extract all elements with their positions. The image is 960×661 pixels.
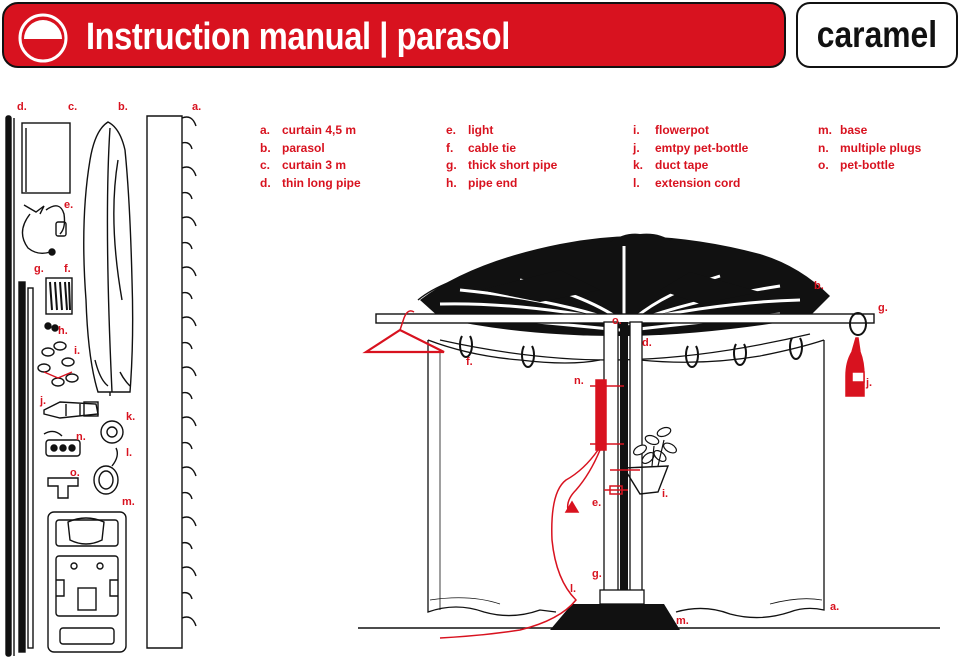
- assembly-label-o: o.: [612, 315, 622, 327]
- assembly-label-b: b.: [814, 280, 824, 292]
- variant-badge: caramel: [796, 2, 958, 68]
- light-illustration: [21, 204, 67, 256]
- thin-long-pipe-illustration: [5, 115, 15, 657]
- flowerpot-illustration: [37, 341, 79, 387]
- assembly-label-e: e.: [592, 497, 601, 509]
- assembly-labels: b. g. o. d. f. n. j. i. e. g. l. a. m.: [466, 280, 888, 627]
- part-label-a: a.: [192, 101, 201, 113]
- brand-logo-icon: [18, 13, 68, 63]
- legend-item: c.curtain 3 m: [260, 158, 347, 172]
- part-label-c: c.: [68, 101, 77, 113]
- parts-overview: [5, 115, 197, 657]
- legend-item: d.thin long pipe: [260, 175, 361, 190]
- multiple-plugs-illustration: [43, 430, 81, 457]
- legend-item: a.curtain 4,5 m: [260, 123, 357, 137]
- duct-tape-illustration: [100, 420, 124, 444]
- part-label-n: n.: [76, 431, 86, 443]
- legend-item: f.cable tie: [446, 140, 517, 155]
- part-label-l: l.: [126, 447, 132, 459]
- assembly-label-m: m.: [676, 615, 689, 627]
- thick-short-pipe-illustration: [18, 281, 34, 653]
- assembly-label-l: l.: [570, 583, 576, 595]
- cable-tie-illustration: [45, 277, 73, 315]
- page-title: Instruction manual | parasol: [86, 16, 510, 58]
- parasol-closed-illustration: [83, 121, 134, 396]
- base-illustration: [47, 511, 127, 653]
- part-label-h: h.: [58, 325, 68, 337]
- part-label-j: j.: [39, 395, 46, 407]
- legend-item: e.light: [446, 123, 494, 137]
- part-label-o: o.: [70, 467, 80, 479]
- legend-item: h.pipe end: [446, 175, 518, 190]
- part-label-b: b.: [118, 101, 128, 113]
- assembly-label-g2: g.: [592, 568, 602, 580]
- assembly-label-f: f.: [466, 356, 473, 368]
- parts-labels: d. c. b. a. e. g. f. h. i. j. k. n. l. o…: [17, 101, 201, 508]
- part-label-d: d.: [17, 101, 27, 113]
- header-bar: Instruction manual | parasol: [2, 2, 786, 68]
- legend-item: l.extension cord: [633, 175, 741, 190]
- assembly-diagram: [358, 233, 940, 639]
- part-label-k: k.: [126, 411, 135, 423]
- legend-item: m.base: [818, 123, 868, 137]
- legend-column-2: e.light f.cable tie g.thick short pipe h…: [446, 122, 557, 192]
- part-label-g: g.: [34, 263, 44, 275]
- legend-item: g.thick short pipe: [446, 158, 558, 172]
- legend-column-4: m.base n.multiple plugs o.pet-bottle: [818, 122, 921, 175]
- assembly-label-a: a.: [830, 601, 839, 613]
- extension-cord-illustration: [93, 447, 119, 495]
- part-label-m: m.: [122, 496, 135, 508]
- curtain-4-5m-illustration: [146, 115, 197, 649]
- curtain-3m-illustration: [21, 122, 71, 194]
- legend-column-3: i.flowerpot j.emtpy pet-bottle k.duct ta…: [633, 122, 748, 192]
- legend-item: j.emtpy pet-bottle: [633, 140, 749, 155]
- legend-item: b.parasol: [260, 140, 325, 155]
- part-label-i: i.: [74, 345, 80, 357]
- legend-item: n.multiple plugs: [818, 140, 922, 155]
- legend-item: o.pet-bottle: [818, 158, 895, 172]
- assembly-label-j: j.: [865, 377, 872, 389]
- pet-bottle-illustration: [47, 477, 79, 499]
- legend-column-1: a.curtain 4,5 m b.parasol c.curtain 3 m …: [260, 122, 361, 192]
- empty-pet-bottle-illustration: [43, 401, 99, 419]
- part-label-f: f.: [64, 263, 71, 275]
- assembly-label-g: g.: [878, 302, 888, 314]
- assembly-label-n: n.: [574, 375, 584, 387]
- legend-item: k.duct tape: [633, 158, 709, 172]
- assembly-label-d: d.: [642, 337, 652, 349]
- assembly-label-i: i.: [662, 488, 668, 500]
- part-label-e: e.: [64, 199, 73, 211]
- legend-item: i.flowerpot: [633, 123, 709, 137]
- pipe-end-illustration: [44, 322, 59, 332]
